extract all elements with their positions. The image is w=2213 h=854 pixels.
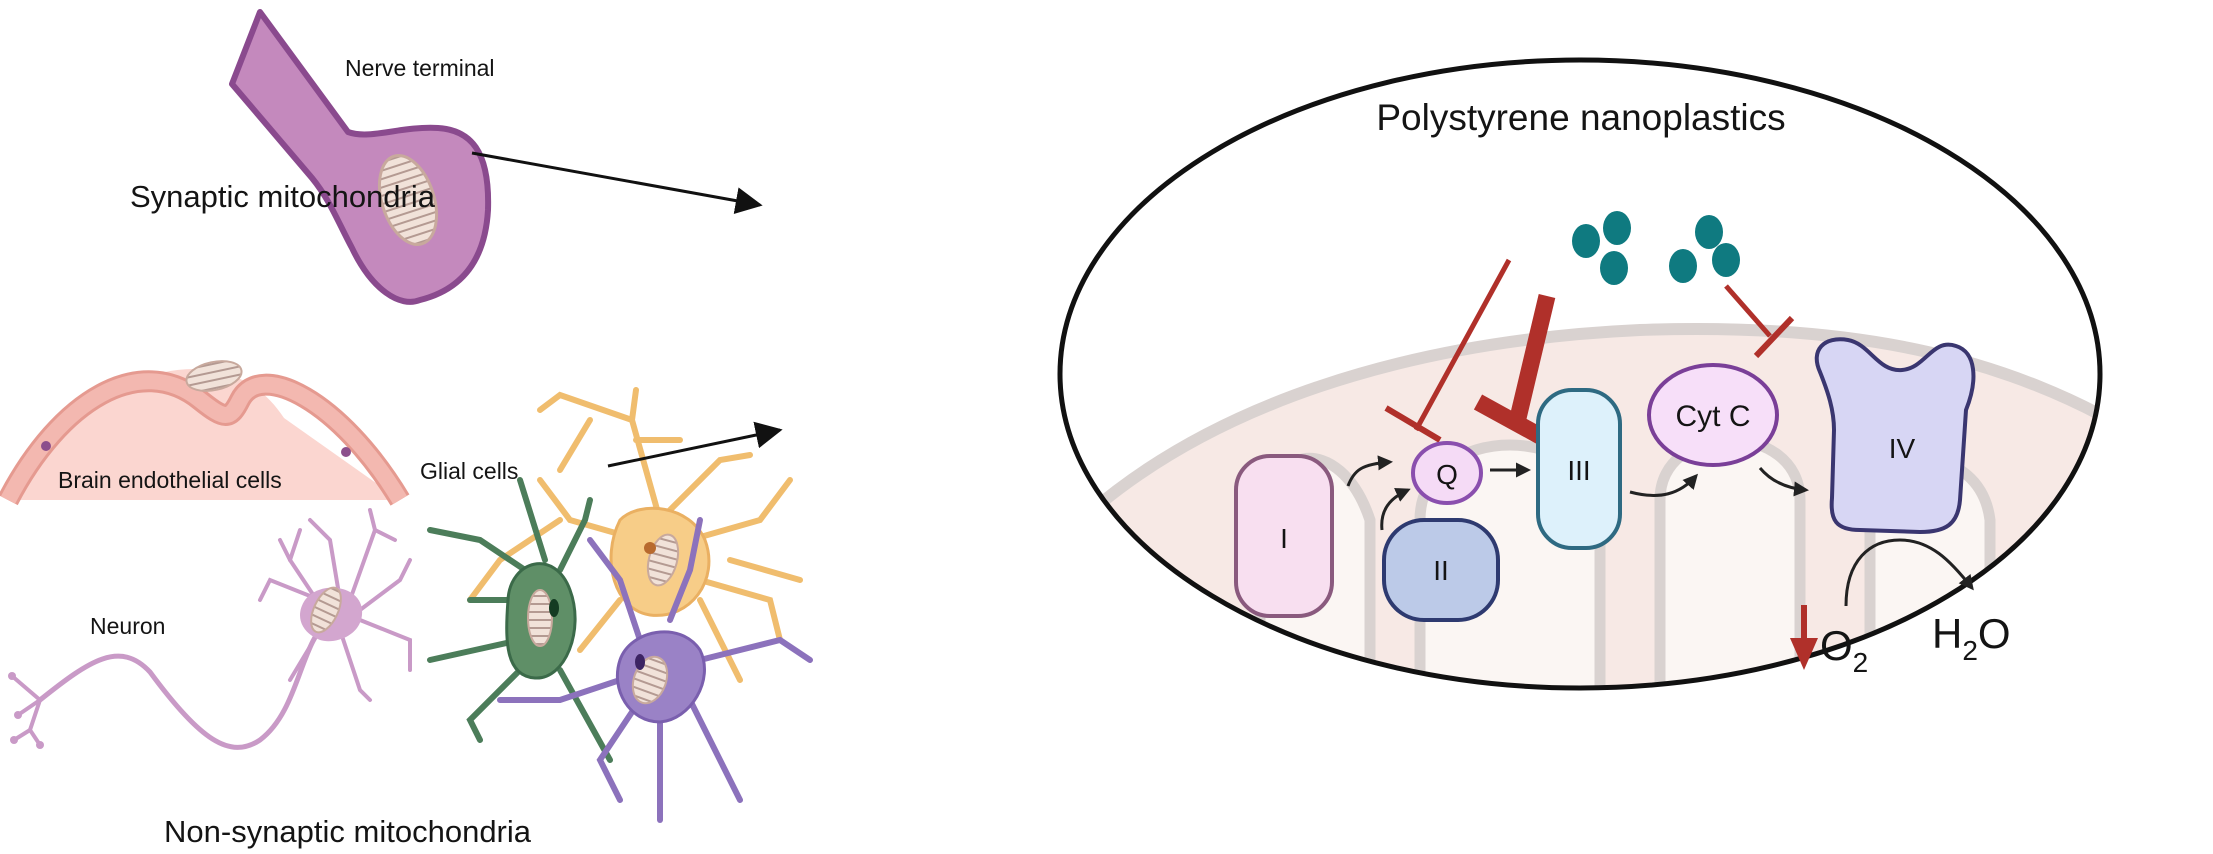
ubiquinone-q: Q	[1411, 441, 1483, 505]
decrease-arrow-icon	[1790, 605, 1818, 670]
cytochrome-c: Cyt C	[1647, 363, 1779, 467]
complex-ii: II	[1382, 518, 1500, 622]
arrow-iii-to-cytc	[1629, 473, 1698, 497]
electron-flow-arrows	[1346, 455, 1974, 607]
nerve-terminal-label: Nerve terminal	[345, 55, 495, 81]
endothelial-cell-illustration	[0, 360, 410, 506]
complex-i-label: I	[1280, 523, 1288, 554]
nanoparticle-icon	[1695, 215, 1723, 249]
water-h: H	[1932, 610, 1962, 657]
arrow-ii-to-q	[1380, 488, 1411, 531]
complex-iii: III	[1536, 388, 1622, 550]
mitochondrion-icon	[185, 360, 243, 392]
complex-iii-label: III	[1567, 455, 1590, 486]
complex-iv-label: IV	[1889, 433, 1916, 464]
water-o: O	[1978, 610, 2011, 657]
nanoparticle-icon	[1669, 249, 1697, 283]
oxygen-subscript: 2	[1853, 647, 1869, 678]
junction-icon	[41, 441, 51, 451]
arrow-i-to-q	[1346, 455, 1393, 487]
nanoparticle-cluster	[1572, 211, 1740, 285]
oxygen-label: O2	[1820, 622, 1868, 678]
arrow-o2-to-h2o	[1844, 538, 1974, 607]
inhibition-complex-iii	[1473, 294, 1556, 444]
neuron-illustration	[8, 508, 412, 750]
nanoparticle-icon	[1603, 211, 1631, 245]
endothelial-label: Brain endothelial cells	[58, 467, 282, 493]
non-synaptic-caption: Non-synaptic mitochondria	[164, 814, 532, 849]
water-label: H2O	[1932, 610, 2011, 666]
nanoparticle-icon	[1572, 224, 1600, 258]
junction-icon	[341, 447, 351, 457]
glial-label: Glial cells	[420, 458, 518, 484]
complex-ii-label: II	[1433, 555, 1449, 586]
oxygen-symbol: O	[1820, 622, 1853, 669]
mitochondrion-icon	[377, 154, 439, 246]
arrow-cytc-to-iv	[1758, 467, 1809, 497]
nanoparticle-icon	[1600, 251, 1628, 285]
panel-title: Polystyrene nanoplastics	[1376, 97, 1785, 138]
complex-i: I	[1234, 454, 1334, 618]
water-subscript: 2	[1962, 635, 1978, 666]
glial-cells-illustration	[427, 387, 813, 823]
neuron-label: Neuron	[90, 613, 165, 639]
nerve-terminal-illustration	[229, 9, 492, 305]
inhibition-complex-iv	[1724, 284, 1795, 359]
nanoparticle-icon	[1712, 243, 1740, 277]
synaptic-arrow	[471, 151, 763, 214]
complex-iv: IV	[1814, 337, 1976, 535]
synaptic-caption: Synaptic mitochondria	[130, 179, 436, 214]
non-synaptic-arrow	[607, 421, 783, 468]
cyt-c-label: Cyt C	[1676, 400, 1751, 433]
q-label: Q	[1436, 459, 1458, 490]
inhibition-q	[1384, 258, 1512, 443]
